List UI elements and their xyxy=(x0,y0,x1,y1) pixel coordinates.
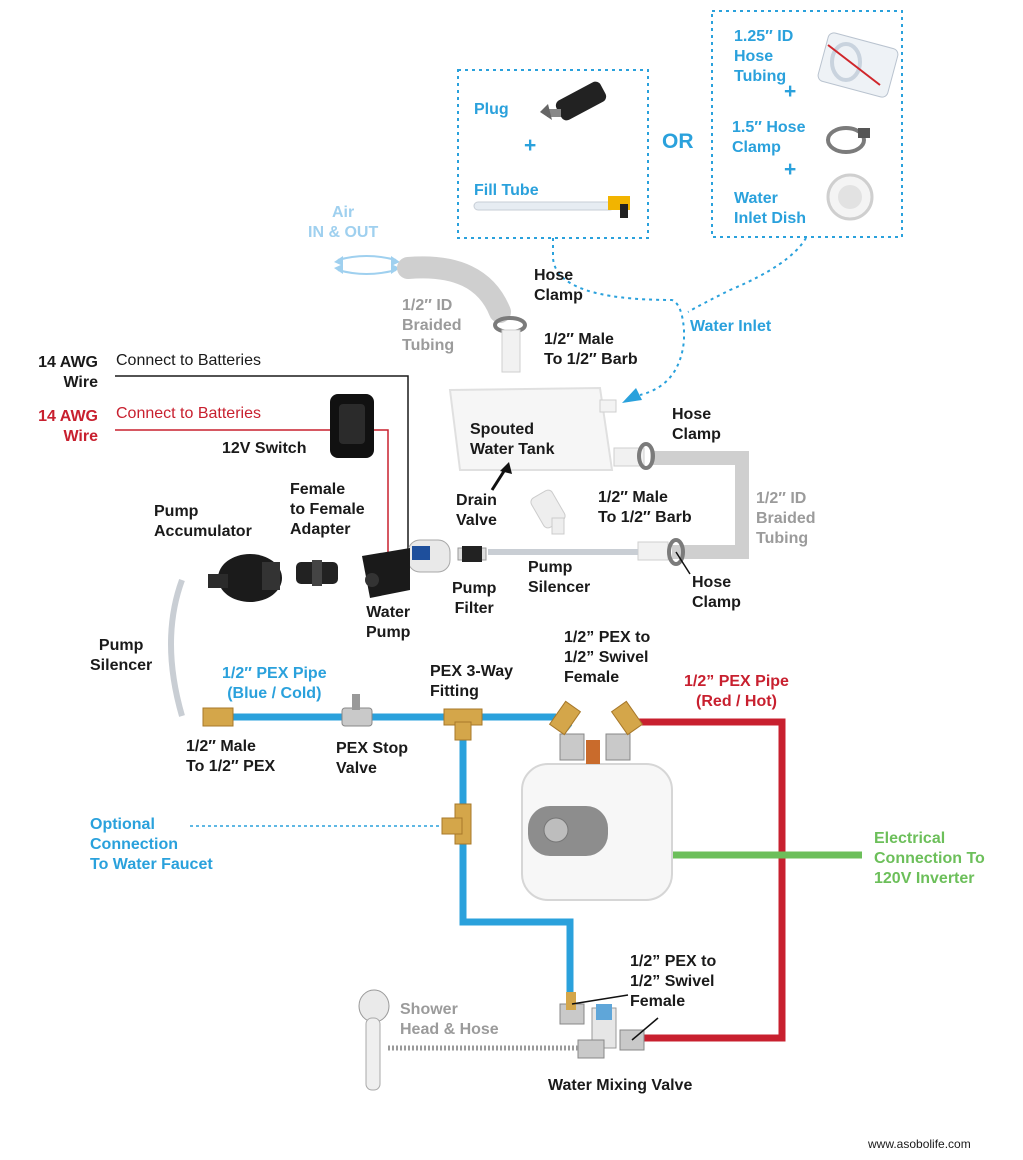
optional-tee-fitting-icon xyxy=(441,803,472,845)
hose-clamp-icon xyxy=(826,126,870,154)
pump-accumulator-label: Pump Accumulator xyxy=(154,503,252,540)
right-hose-clamp-bottom-icon xyxy=(667,538,685,566)
plus-icon-2: + xyxy=(784,80,797,103)
plus-icon: + xyxy=(524,134,537,157)
water-inlet-dish-icon xyxy=(826,173,874,221)
right-barb-label: 1/2″ Male To 1/2″ Barb xyxy=(598,489,692,526)
red-wire-gauge: 14 AWG Wire xyxy=(38,408,98,445)
water-inlet-label: Water Inlet xyxy=(690,318,772,335)
top-barb-icon xyxy=(501,329,521,373)
water-pump-icon xyxy=(362,539,451,598)
tank-pointer-arrow-icon xyxy=(490,462,512,491)
swivel-bottom-label: 1/2” PEX to 1/2” Swivel Female xyxy=(630,953,717,1010)
right-tubing-label: 1/2″ ID Braided Tubing xyxy=(756,490,816,547)
black-wire-gauge: 14 AWG Wire xyxy=(38,354,98,391)
right-barb-top-icon xyxy=(613,447,645,467)
air-arrows-icon xyxy=(334,255,400,275)
inlet-option-b-box xyxy=(711,10,903,238)
right-hose-clamp-top-label: Hose Clamp xyxy=(672,406,721,443)
right-hose-clamp-top-icon xyxy=(637,442,655,470)
swivel-pointer-line xyxy=(571,994,629,1005)
hot-pex-line xyxy=(626,718,786,1042)
pump-accumulator-icon xyxy=(208,554,282,602)
water-tank-icon xyxy=(448,386,617,471)
pump-silencer-right-label: Pump Silencer xyxy=(528,559,591,596)
plus-icon-3: + xyxy=(784,158,797,181)
swivel-top-right-icon xyxy=(610,700,644,736)
plug-label: Plug xyxy=(474,101,509,118)
adapter-icon xyxy=(296,560,338,586)
fill-tube-label: Fill Tube xyxy=(474,182,539,199)
inlet-dish-label: Water Inlet Dish xyxy=(734,190,807,227)
electrical-label: Electrical Connection To 120V Inverter xyxy=(874,830,985,887)
black-wire-text: Connect to Batteries xyxy=(116,352,261,369)
right-barb-bottom-icon xyxy=(637,541,669,561)
right-hose-clamp-bottom-label: Hose Clamp xyxy=(692,574,741,611)
clamp-pointer-line xyxy=(675,551,691,575)
adapter-label: Female to Female Adapter xyxy=(290,481,365,538)
hose-tubing-icon xyxy=(817,32,899,98)
switch-label: 12V Switch xyxy=(222,440,307,457)
shower-head-icon xyxy=(358,989,390,1091)
plug-icon xyxy=(540,81,607,121)
inlet-option-a-box xyxy=(457,69,649,239)
water-inlet-arrow-icon xyxy=(622,388,642,403)
website-label: www.asobolife.com xyxy=(868,1137,971,1151)
top-tubing-label: 1/2″ ID Braided Tubing xyxy=(402,297,462,354)
optional-label: Optional Connection To Water Faucet xyxy=(90,816,213,873)
male-to-pex-fitting-icon xyxy=(202,707,234,727)
air-label: Air IN & OUT xyxy=(308,204,379,241)
top-barb-label: 1/2″ Male To 1/2″ Barb xyxy=(544,331,638,368)
hose-clamp-option-label: 1.5″ Hose Clamp xyxy=(732,119,806,156)
shower-label: Shower Head & Hose xyxy=(400,1001,499,1038)
red-wire xyxy=(115,429,389,556)
tank-label: Spouted Water Tank xyxy=(470,421,555,458)
swivel-pointer-line-2 xyxy=(631,1017,659,1041)
drain-valve-label: Drain Valve xyxy=(456,492,497,529)
fill-tube-icon xyxy=(473,196,630,218)
pex-3way-label: PEX 3-Way Fitting xyxy=(430,663,513,700)
water-pump-label: Water Pump xyxy=(366,604,411,641)
switch-icon xyxy=(330,394,374,458)
pump-filter-icon xyxy=(457,546,487,562)
pex-red-label: 1/2” PEX Pipe (Red / Hot) xyxy=(684,673,789,710)
return-tubing xyxy=(650,451,749,559)
pump-silencer-left-label: Pump Silencer xyxy=(90,637,153,674)
hose-tubing-label: 1.25″ ID Hose Tubing xyxy=(734,28,794,85)
black-wire xyxy=(115,375,409,552)
swivel-top-label: 1/2” PEX to 1/2” Swivel Female xyxy=(564,629,651,686)
pex-blue-label: 1/2″ PEX Pipe (Blue / Cold) xyxy=(222,665,327,702)
top-hose-clamp-label: Hose Clamp xyxy=(534,267,583,304)
water-inlet-route-b xyxy=(687,237,807,313)
pump-filter-label: Pump Filter xyxy=(452,580,497,617)
stop-valve-icon xyxy=(341,694,373,727)
red-wire-text: Connect to Batteries xyxy=(116,405,261,422)
pex-3way-fitting-icon xyxy=(443,708,483,741)
drain-valve-icon xyxy=(530,489,566,535)
vent-tubing xyxy=(397,256,511,323)
water-inlet-route-a xyxy=(552,238,685,396)
stop-valve-label: PEX Stop Valve xyxy=(336,740,409,777)
pump-silencer-left-hose xyxy=(168,578,185,717)
water-heater-icon xyxy=(521,733,673,901)
male-to-pex-label: 1/2″ Male To 1/2″ PEX xyxy=(186,738,276,775)
mixing-valve-label: Water Mixing Valve xyxy=(548,1077,693,1094)
or-label: OR xyxy=(662,130,694,153)
swivel-top-left-icon xyxy=(548,700,582,736)
